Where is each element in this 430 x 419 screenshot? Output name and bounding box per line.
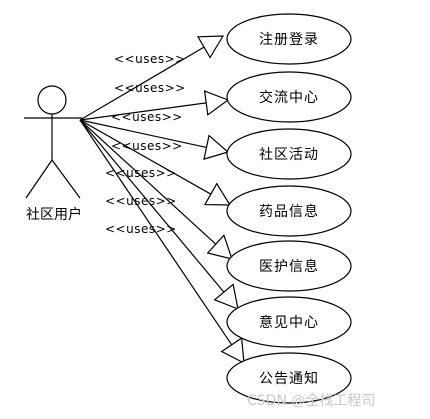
actor-head [37, 85, 67, 115]
use-case-ellipse [226, 240, 352, 292]
use-case-ellipse [226, 352, 352, 404]
relations-group: <<uses>> <<uses>> <<uses>> <<uses>> <<uses>>… [79, 35, 245, 365]
relation-uses-label: <<uses>> [114, 81, 186, 95]
relation-arrowhead [196, 35, 225, 59]
relation-arrowhead [220, 337, 245, 365]
use-case-label: 社区活动 [259, 147, 319, 163]
actor-name: 社区用户 [26, 206, 82, 223]
relation-uses-label: <<uses>> [105, 194, 177, 208]
relation-line [79, 102, 207, 121]
use-case-label: 交流中心 [259, 89, 319, 106]
use-case-label: 药品信息 [259, 203, 319, 220]
relation-line [79, 119, 233, 346]
relation-uses-label: <<uses>> [105, 166, 177, 180]
use-case-ellipse [226, 71, 352, 123]
use-case-label: 意见中心 [259, 314, 319, 331]
relation-arrowhead [206, 234, 233, 260]
actor-right-leg [51, 159, 81, 199]
relation-line [79, 119, 207, 148]
relation-uses-label: <<uses>> [111, 110, 183, 124]
use-case-ellipse [226, 296, 352, 348]
use-case-ellipse [226, 128, 352, 180]
relation-line [79, 119, 225, 293]
relation-uses-label: <<uses>> [111, 139, 183, 153]
relation-arrowhead [213, 283, 239, 310]
watermark-text: CSDN @全栈工程司 [247, 392, 375, 409]
relation-arrowhead [203, 134, 230, 160]
relation-arrowhead [203, 90, 230, 116]
relation-line [79, 119, 212, 195]
relation-line [79, 46, 205, 121]
actor-stick-figure-icon [24, 85, 82, 199]
relation-uses-label: <<uses>> [114, 52, 186, 66]
use-case-label: 医护信息 [259, 258, 319, 275]
use-case-ellipse [226, 13, 352, 65]
use-case-label: 注册登录 [259, 32, 319, 48]
use-case-label: 公告通知 [259, 370, 319, 387]
relation-arrowhead [203, 182, 232, 206]
use-case-ellipse [226, 185, 352, 237]
relation-uses-label: <<uses>> [105, 222, 177, 236]
relation-line [79, 119, 217, 245]
actor-left-leg [25, 159, 53, 199]
